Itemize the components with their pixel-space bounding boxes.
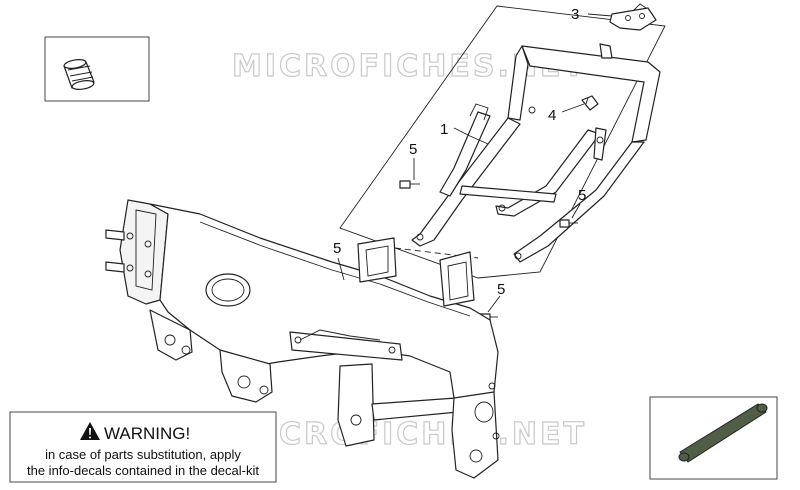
leader-4: [561, 103, 585, 113]
callout-5-lower-left: 5: [333, 240, 341, 257]
warning-box: [9, 411, 277, 483]
bushing-part: [63, 59, 95, 90]
screw-part-a: [399, 180, 420, 189]
leader-5b: [571, 203, 581, 219]
callout-1: 1: [440, 121, 448, 138]
callout-5-upper-left: 5: [409, 141, 417, 158]
callout-4: 4: [548, 107, 556, 124]
leader-3: [587, 13, 613, 17]
assembly-hint-line: [394, 247, 479, 259]
main-frame-part: [105, 199, 500, 479]
screw-part-b: [559, 219, 578, 228]
inset-box-part-2: [44, 36, 150, 102]
callout-3: 3: [571, 6, 579, 23]
bracket-plate-part: [609, 3, 657, 31]
leader-5c: [337, 257, 345, 281]
warning-text-line-2: the info-decals contained in the decal-k…: [27, 463, 259, 478]
warning-triangle-icon: [80, 422, 100, 440]
leader-1: [453, 127, 489, 145]
clip-part: [581, 95, 599, 111]
callout-5-lower-right: 5: [497, 281, 505, 298]
adhesive-strip-part: [678, 403, 768, 463]
rear-subframe-part: [411, 43, 661, 263]
watermark-bottom: MICROFICHES.NET: [232, 417, 587, 452]
warning-title: WARNING!: [104, 424, 190, 443]
callout-5-upper-right: 5: [578, 187, 586, 204]
leader-5d: [487, 295, 501, 313]
warning-text-line-1: in case of parts substitution, apply: [45, 447, 241, 462]
